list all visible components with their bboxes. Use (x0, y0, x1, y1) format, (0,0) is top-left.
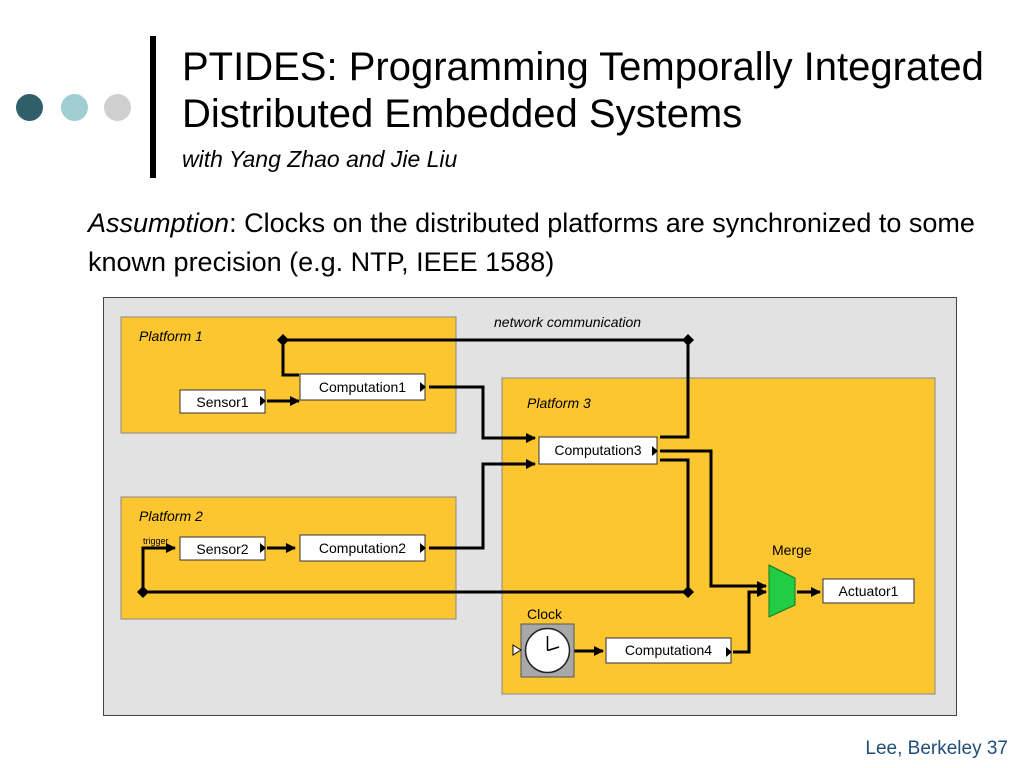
platform2-label: Platform 2 (139, 508, 203, 524)
junction-diamond (682, 334, 694, 346)
computation4-label: Computation4 (625, 642, 712, 658)
merge-block[interactable] (768, 564, 796, 618)
clock-icon[interactable] (520, 623, 575, 678)
link-comp4-merge (733, 587, 767, 654)
computation4-block[interactable] (605, 637, 732, 664)
junction-diamond (137, 586, 149, 598)
assumption-text: : Clocks on the distributed platforms ar… (88, 208, 975, 277)
port-icon (420, 382, 426, 392)
port-icon (726, 647, 732, 657)
port-icon (260, 396, 266, 406)
slide-footer: Lee, Berkeley 37 (865, 738, 1008, 759)
network-label: network communication (494, 314, 641, 330)
link-comp3-bus (660, 458, 690, 592)
decor-dot-light (61, 94, 88, 121)
platform1-label: Platform 1 (139, 328, 203, 344)
junction-diamond (682, 586, 694, 598)
junction-diamond (277, 334, 289, 346)
computation2-block[interactable] (299, 534, 426, 562)
clock-label: Clock (527, 606, 563, 622)
sensor2-label: Sensor2 (196, 541, 248, 557)
link-net-to-comp3 (660, 340, 690, 439)
assumption-label: Assumption (88, 208, 230, 238)
title-divider (150, 36, 156, 178)
decor-dot-dark (16, 94, 43, 121)
decor-dot-gray (104, 94, 131, 121)
port-icon (420, 543, 426, 553)
ptides-diagram: Platform 1 Platform 2 Platform 3 network… (103, 297, 957, 716)
slide-title: PTIDES: Programming Temporally Integrate… (182, 45, 984, 136)
port-icon (260, 543, 266, 553)
link-comp1-comp3 (429, 385, 536, 443)
merge-label: Merge (772, 542, 812, 558)
clock-input-port-icon (512, 644, 522, 656)
assumption-paragraph: Assumption: Clocks on the distributed pl… (88, 204, 988, 282)
sensor1-label: Sensor1 (196, 394, 248, 410)
link-comp3-merge (660, 449, 767, 591)
link-bus-trigger (141, 543, 176, 592)
port-icon (652, 446, 658, 456)
trigger-label: trigger (143, 536, 169, 546)
computation3-block[interactable] (538, 436, 658, 465)
computation1-label: Computation1 (319, 379, 406, 395)
link-net-to-comp1 (281, 340, 299, 377)
computation2-label: Computation2 (319, 540, 406, 556)
actuator1-block[interactable] (822, 578, 915, 604)
link-comp2-comp3 (429, 459, 536, 550)
computation3-label: Computation3 (554, 442, 641, 458)
actuator1-label: Actuator1 (839, 583, 899, 599)
platform3-label: Platform 3 (527, 395, 591, 411)
slide-subtitle: with Yang Zhao and Jie Liu (182, 146, 458, 172)
